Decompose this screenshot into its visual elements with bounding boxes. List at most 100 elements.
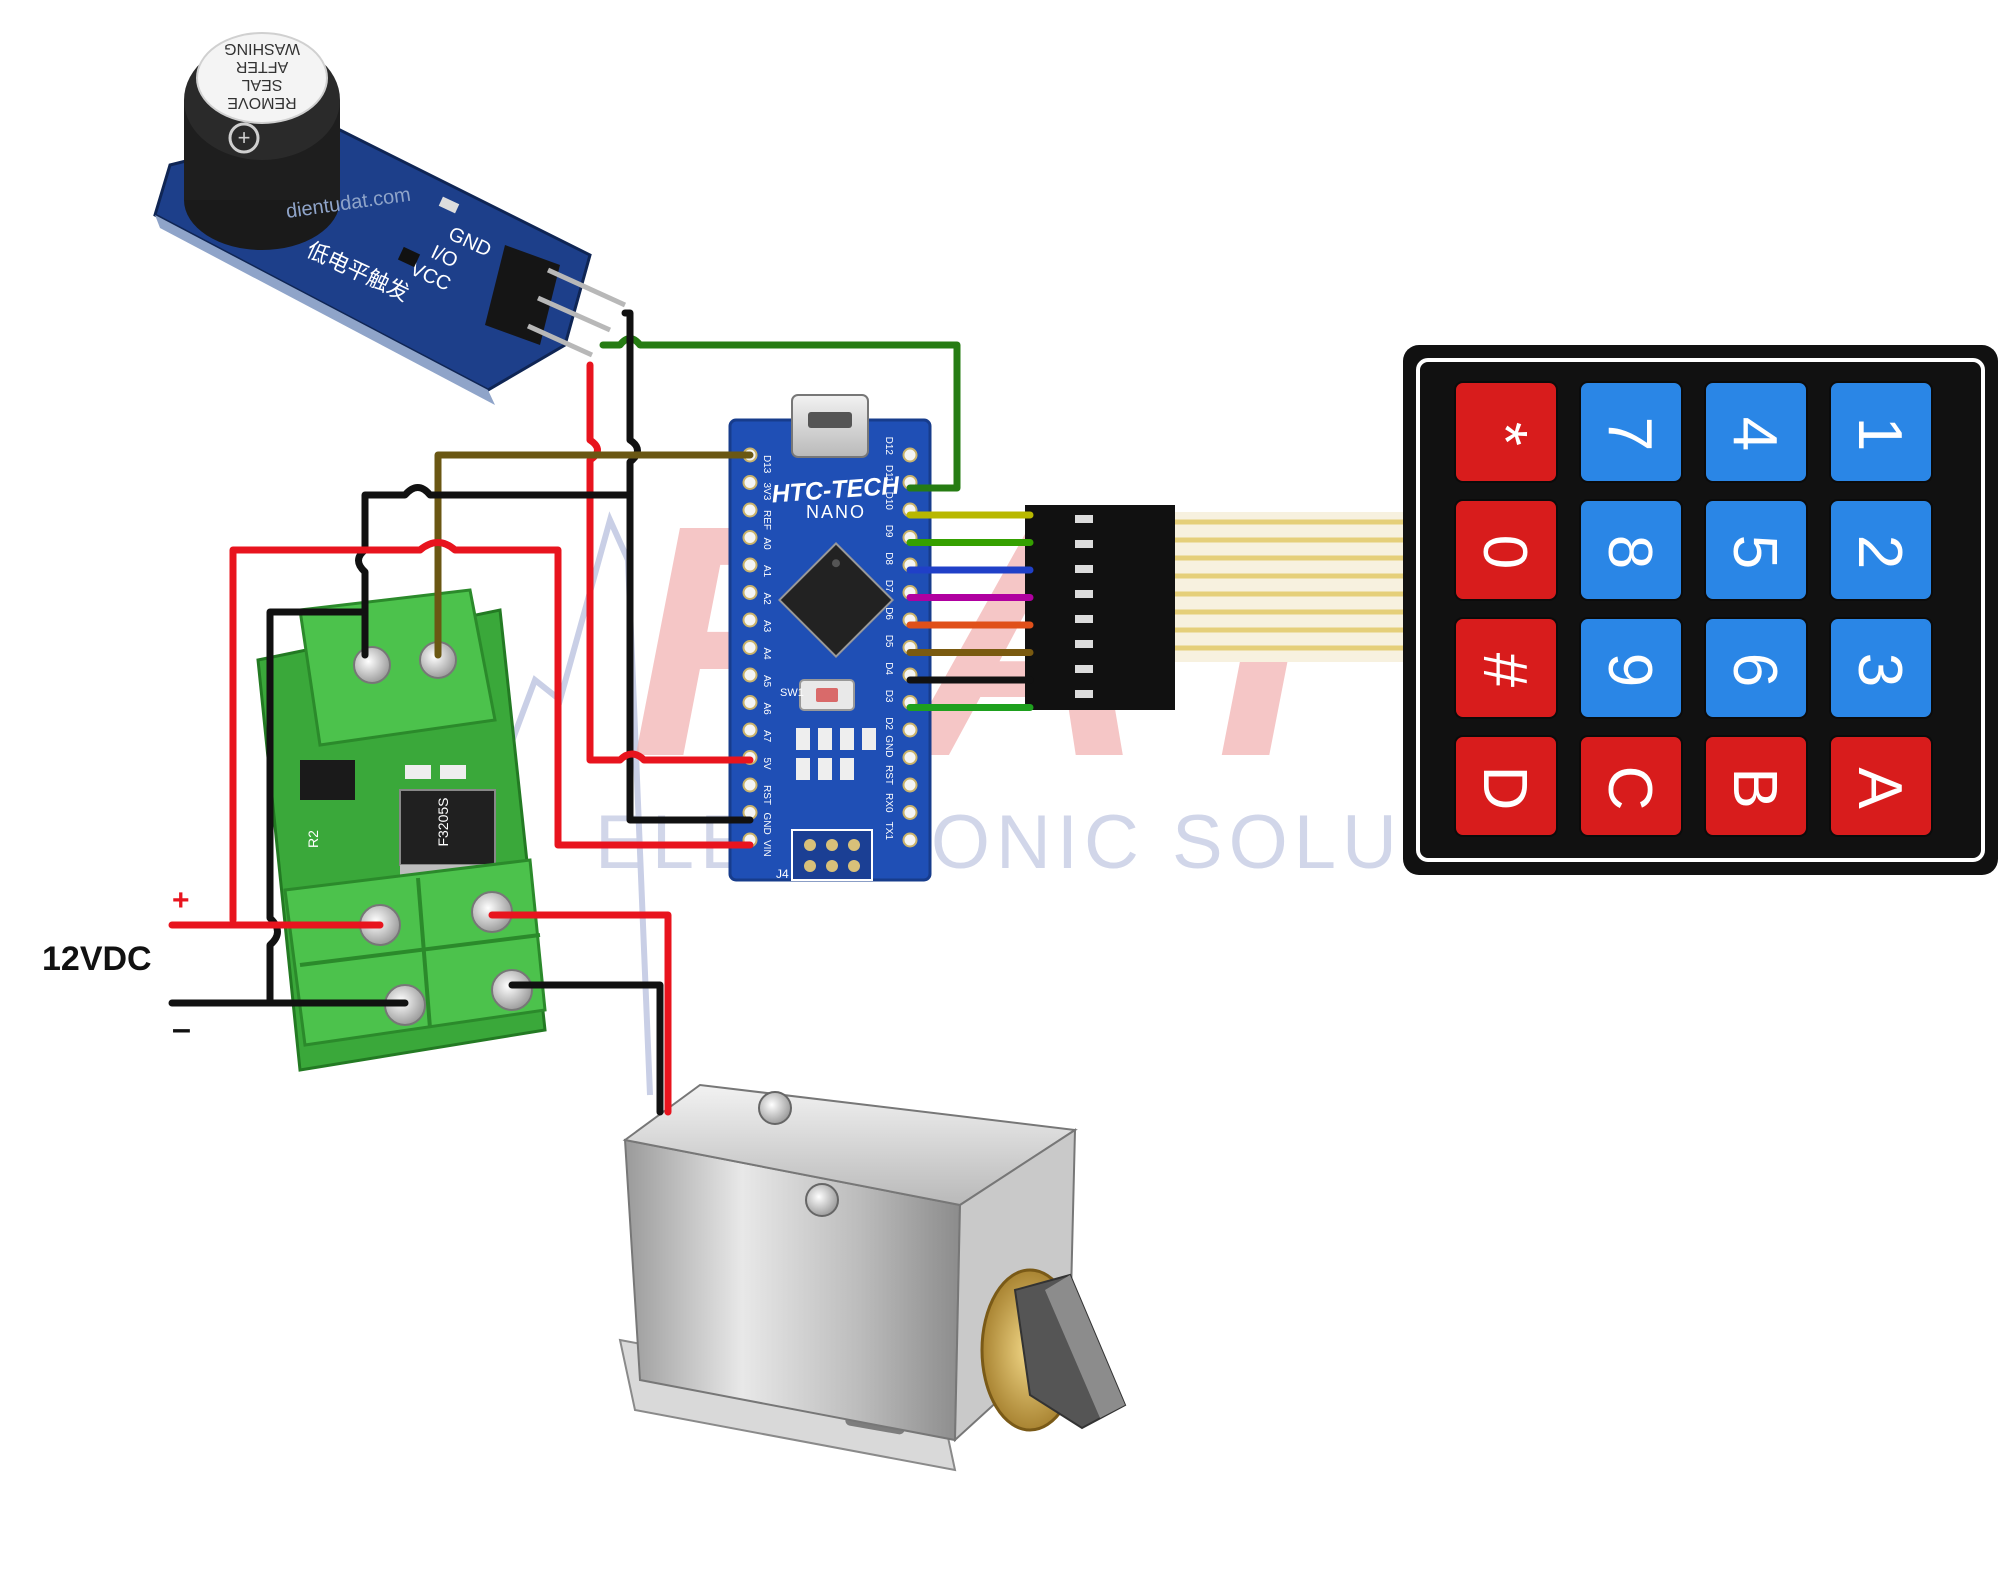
nano-mcu-body: [778, 542, 894, 658]
buzzer-plus-circle: [228, 122, 260, 154]
nano-icsp-pin-4: [804, 860, 816, 872]
nano-mcu-dot: [832, 559, 840, 568]
keypad-wires: [906, 511, 1034, 711]
keypad-key[interactable]: [1704, 499, 1808, 601]
mosfet-board: F3205S R1 R2: [256, 588, 547, 1072]
connector-slot: [1075, 515, 1093, 523]
nano-switch-label: SW1: [780, 687, 804, 699]
connector-slot: [1075, 615, 1093, 623]
wire-lock-minus: [508, 981, 664, 1116]
buzzer-sticker-text: REMOVE SEAL AFTER WASHING: [224, 40, 300, 111]
keypad-key-label: 0: [1470, 535, 1539, 569]
connector-slot: [1075, 690, 1093, 698]
nano-icsp-pin-6: [848, 860, 860, 872]
keypad-key[interactable]: [1579, 735, 1683, 837]
keypad-key[interactable]: [1454, 381, 1558, 483]
nano-right-pin-label: D6: [883, 607, 894, 620]
nano-icsp-pin-5: [826, 860, 838, 872]
nano-left-pin-label: GND: [761, 813, 772, 835]
nano-right-pin-label: D3: [883, 690, 894, 703]
nano-left-hole: [742, 585, 758, 600]
keypad-key[interactable]: [1704, 381, 1808, 483]
keypad-key-label: #: [1470, 653, 1539, 688]
nano-right-hole: [902, 777, 918, 793]
nano-left-pin-holes: [742, 447, 758, 848]
keypad-key-label: B: [1720, 767, 1789, 808]
buzzer-sticker-line-4: WASHING: [224, 40, 300, 57]
buzzer-resistor: [438, 196, 460, 214]
keypad-key[interactable]: [1579, 617, 1683, 719]
keypad-key-label: 4: [1720, 417, 1789, 451]
wire-buzzer-vcc: [586, 361, 754, 764]
nano-left-hole: [742, 667, 758, 683]
nano-right-hole: [902, 722, 918, 738]
nano-left-pin-label: A2: [761, 593, 772, 606]
mosfet-transistor: [399, 789, 496, 866]
nano-smd-5: [796, 758, 810, 780]
buzzer-transistor: [397, 246, 421, 268]
nano-right-pin-label: D4: [883, 662, 894, 675]
mosfet-load-minus-screw: [491, 969, 533, 1011]
wire-buzzer-gnd: [621, 309, 754, 824]
buzzer-pcb-edge: [155, 215, 495, 405]
keypad-key[interactable]: [1454, 499, 1558, 601]
keypad-key[interactable]: [1454, 735, 1558, 837]
nano-right-pin-label: D7: [883, 580, 894, 593]
nano-left-pin-label: A3: [761, 620, 772, 633]
nano-left-pin-label: A6: [761, 703, 772, 716]
keypad-ribbon-traces: [1175, 519, 1403, 651]
nano-right-pin-label: D10: [883, 492, 894, 511]
keypad-key[interactable]: [1704, 617, 1808, 719]
keypad-key-label: 5: [1720, 535, 1789, 569]
nano-left-pin-label: 3V3: [761, 483, 772, 501]
keypad-key[interactable]: [1579, 499, 1683, 601]
nano-left-pin-label: RST: [761, 785, 772, 805]
lock-latch-highlight: [1045, 1275, 1125, 1418]
buzzer-plus-mark: +: [238, 125, 251, 150]
nano-left-pin-label: REF: [761, 510, 772, 530]
nano-left-pin-label: A4: [761, 648, 772, 661]
nano-right-pin-label: RX0: [883, 793, 894, 813]
connector-slot: [1075, 665, 1093, 673]
keypad-key[interactable]: [1829, 735, 1933, 837]
mosfet-input-terminal: [298, 588, 497, 747]
keypad-key[interactable]: [1829, 499, 1933, 601]
keypad-key[interactable]: [1454, 617, 1558, 719]
nano-right-pin-label: TX1: [883, 822, 894, 841]
nano-right-pin-label: D12: [883, 437, 894, 456]
mosfet-optocoupler: [300, 760, 355, 800]
nano-smd-2: [818, 728, 832, 750]
keypad-key[interactable]: [1829, 617, 1933, 719]
nano-left-hole: [742, 722, 758, 738]
keypad-key[interactable]: [1704, 735, 1808, 837]
buzzer-sticker-line-2: SEAL: [241, 76, 282, 93]
nano-left-hole: [742, 530, 758, 545]
keypad-key[interactable]: [1579, 381, 1683, 483]
nano-right-pin-label: D9: [883, 525, 894, 538]
nano-icsp-pin-2: [826, 839, 838, 851]
nano-smd-7: [840, 758, 854, 780]
nano-smd-4: [862, 728, 876, 750]
mosfet-resistor-2: [440, 765, 466, 779]
nano-left-pin-label: D13: [761, 455, 772, 474]
connector-slot: [1075, 565, 1093, 573]
lock-front-screw: [805, 1183, 839, 1217]
nano-left-hole: [742, 475, 758, 490]
keypad-key[interactable]: [1829, 381, 1933, 483]
buzzer-seal-sticker: [196, 32, 328, 124]
nano-right-pin-label: D8: [883, 552, 894, 565]
nano-left-hole: [742, 612, 758, 628]
mosfet-r2-label: R2: [305, 830, 321, 848]
nano-icsp-label: J4: [776, 867, 789, 881]
wire-ground-bus: [266, 608, 369, 1004]
keypad-key-label: 8: [1595, 535, 1664, 569]
wire-lock-plus: [488, 911, 672, 1116]
nano-right-pin-label: D5: [883, 635, 894, 648]
buzzer-pin-wire-3: [526, 323, 594, 358]
power-plus-label: +: [172, 884, 190, 917]
nano-smd-6: [818, 758, 832, 780]
